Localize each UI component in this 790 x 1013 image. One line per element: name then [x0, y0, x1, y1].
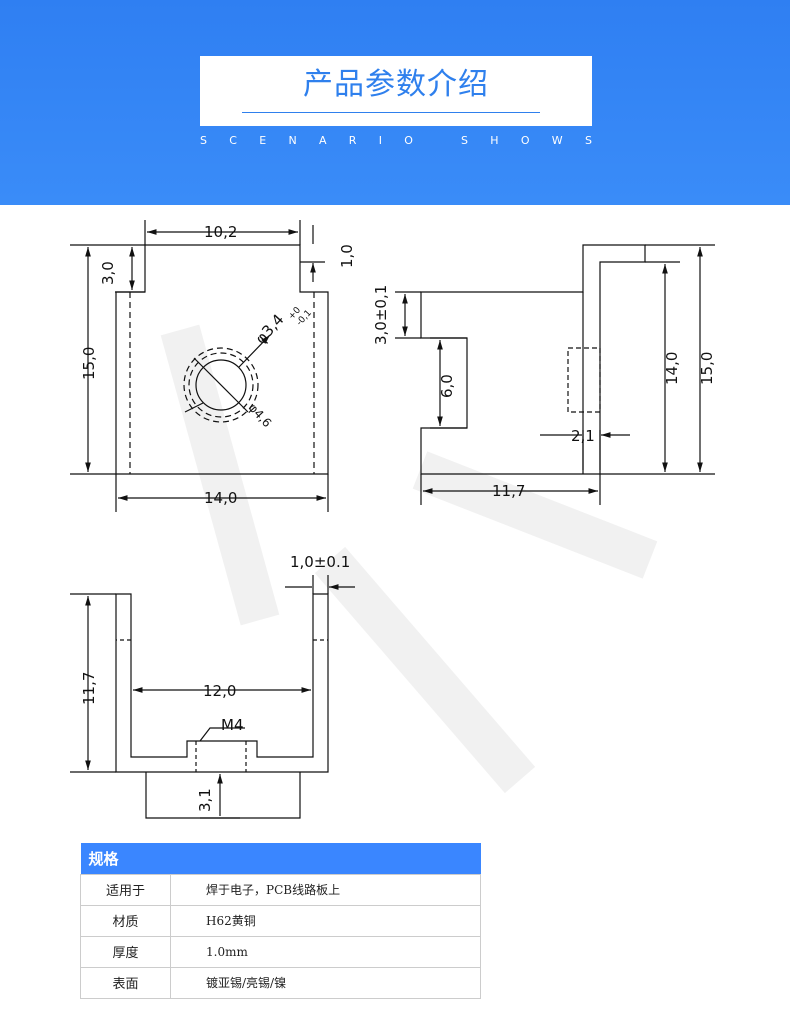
spec-value: H62黄铜 [170, 904, 481, 937]
spec-key: 表面 [80, 966, 171, 999]
dim-label: M4 [221, 716, 244, 734]
technical-drawing: 10,2 1,0 3,0 15,0 14,0 φ3,4 +0 -0,1 φ4,6… [70, 220, 716, 819]
subtitle-letter: S [200, 134, 207, 147]
subtitle-letter: C [229, 134, 237, 147]
dim-label: 3,0±0,1 [372, 285, 390, 345]
watermark [160, 324, 658, 794]
dim-label: 11,7 [80, 672, 98, 705]
subtitle-letter: O [404, 134, 413, 147]
table-row: 适用于焊于电子，PCB线路板上 [80, 873, 481, 906]
dim-label: φ4,6 [246, 401, 274, 430]
dimension-labels: 10,2 1,0 3,0 15,0 14,0 φ3,4 +0 -0,1 φ4,6… [80, 223, 716, 812]
dim-label: 15,0 [80, 347, 98, 380]
subtitle-letter: O [520, 134, 530, 147]
dim-label: 10,2 [204, 223, 237, 241]
dim-label: 15,0 [698, 352, 716, 385]
spec-value: 镀亚锡/亮锡/镍 [170, 966, 481, 999]
page-title: 产品参数介绍 [303, 67, 489, 102]
spec-table-header: 规格 [80, 843, 481, 874]
subtitle-letter: N [288, 134, 297, 147]
subtitle-letter: E [259, 134, 267, 147]
spec-key: 厚度 [80, 935, 171, 968]
dim-label: 14,0 [663, 352, 681, 385]
dim-label: 11,7 [492, 482, 525, 500]
dim-label: 2,1 [571, 427, 595, 445]
table-row: 表面镀亚锡/亮锡/镍 [80, 966, 481, 999]
dim-label: 1,0 [338, 244, 356, 268]
dim-label: 3,0 [99, 261, 117, 285]
spec-key: 材质 [80, 904, 171, 937]
dim-label: 3,1 [196, 788, 214, 812]
dim-label: 12,0 [203, 682, 236, 700]
bottom-view [70, 575, 355, 819]
dim-label: 6,0 [438, 374, 456, 398]
subtitle-letter: A [318, 134, 327, 147]
dim-label: 14,0 [204, 489, 237, 507]
front-view [70, 220, 329, 512]
title-underline [242, 112, 540, 113]
side-view [395, 244, 715, 505]
header-banner: 产品参数介绍 S C E N A R I O S H O W S [0, 0, 790, 205]
spec-key: 适用于 [80, 873, 171, 906]
subtitle-letter: S [584, 134, 592, 147]
title-box: 产品参数介绍 [200, 56, 592, 126]
spec-value: 1.0mm [170, 935, 481, 968]
dim-label: φ3,4 [252, 311, 288, 348]
subtitle-letter: I [378, 134, 382, 147]
subtitle-letter: S [461, 134, 468, 147]
subtitle-letter: R [348, 134, 357, 147]
dim-label: 1,0±0.1 [290, 553, 350, 571]
subtitle-letter: W [551, 134, 563, 147]
spec-value: 焊于电子，PCB线路板上 [170, 873, 481, 906]
subtitle-letter: H [490, 134, 499, 147]
